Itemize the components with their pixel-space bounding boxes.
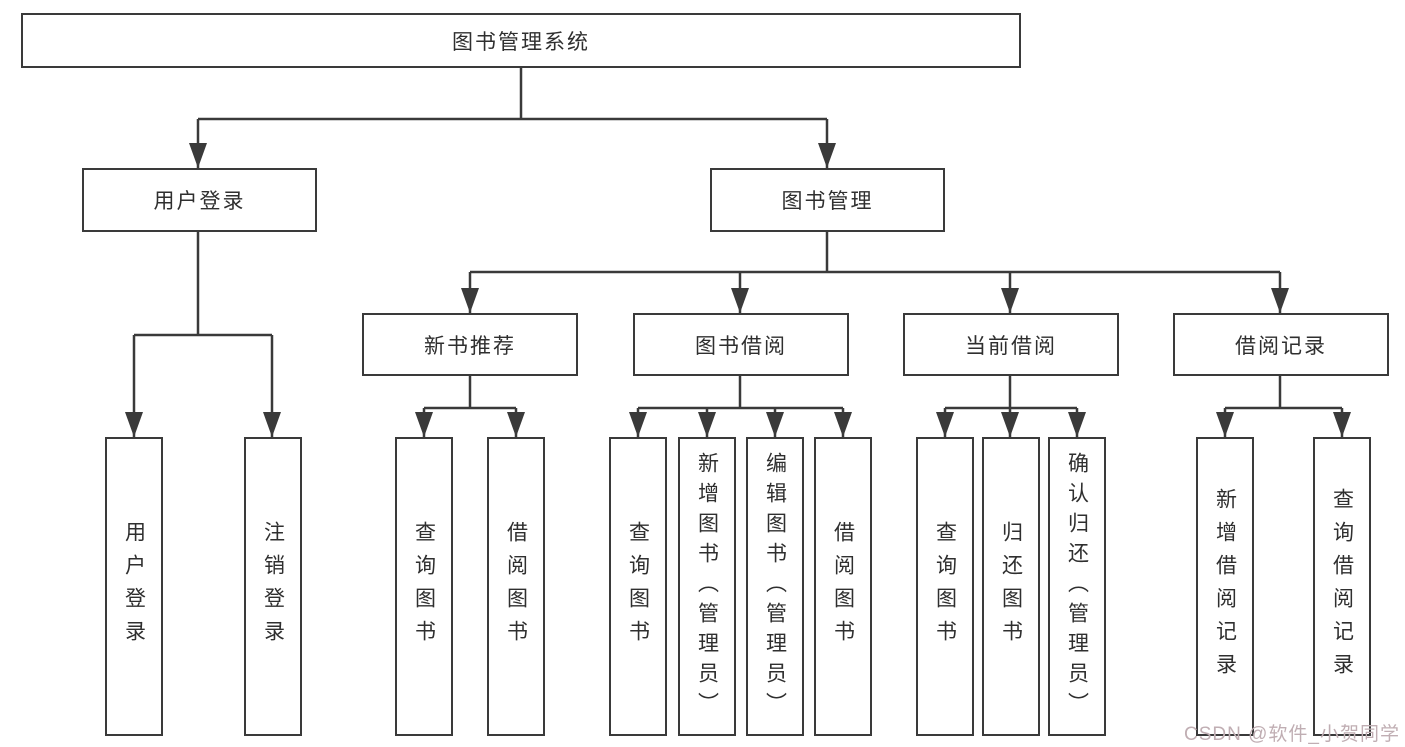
node-return-books: 归还图书 — [982, 437, 1040, 736]
node-user-login-leaf: 用户登录 — [105, 437, 163, 736]
node-borrowing-records: 借阅记录 — [1173, 313, 1389, 376]
node-logout-leaf: 注销登录 — [244, 437, 302, 736]
node-borrow-books-recommend: 借阅图书 — [487, 437, 545, 736]
node-current-borrowing: 当前借阅 — [903, 313, 1119, 376]
node-new-book-recommendation: 新书推荐 — [362, 313, 578, 376]
node-confirm-return-admin: 确认归还（管理员） — [1048, 437, 1106, 736]
node-user-login-branch: 用户登录 — [82, 168, 317, 232]
csdn-watermark: CSDN @软件_小贺同学 — [1184, 724, 1400, 745]
node-book-management-branch: 图书管理 — [710, 168, 945, 232]
node-query-books-borrowing: 查询图书 — [609, 437, 667, 736]
node-library-management-system: 图书管理系统 — [21, 13, 1021, 68]
node-add-borrowing-record: 新增借阅记录 — [1196, 437, 1254, 736]
node-query-books-recommend: 查询图书 — [395, 437, 453, 736]
node-borrow-books-borrowing: 借阅图书 — [814, 437, 872, 736]
node-book-borrowing: 图书借阅 — [633, 313, 849, 376]
node-query-books-current: 查询图书 — [916, 437, 974, 736]
node-query-borrowing-record: 查询借阅记录 — [1313, 437, 1371, 736]
node-edit-books-admin: 编辑图书（管理员） — [746, 437, 804, 736]
node-add-books-admin: 新增图书（管理员） — [678, 437, 736, 736]
